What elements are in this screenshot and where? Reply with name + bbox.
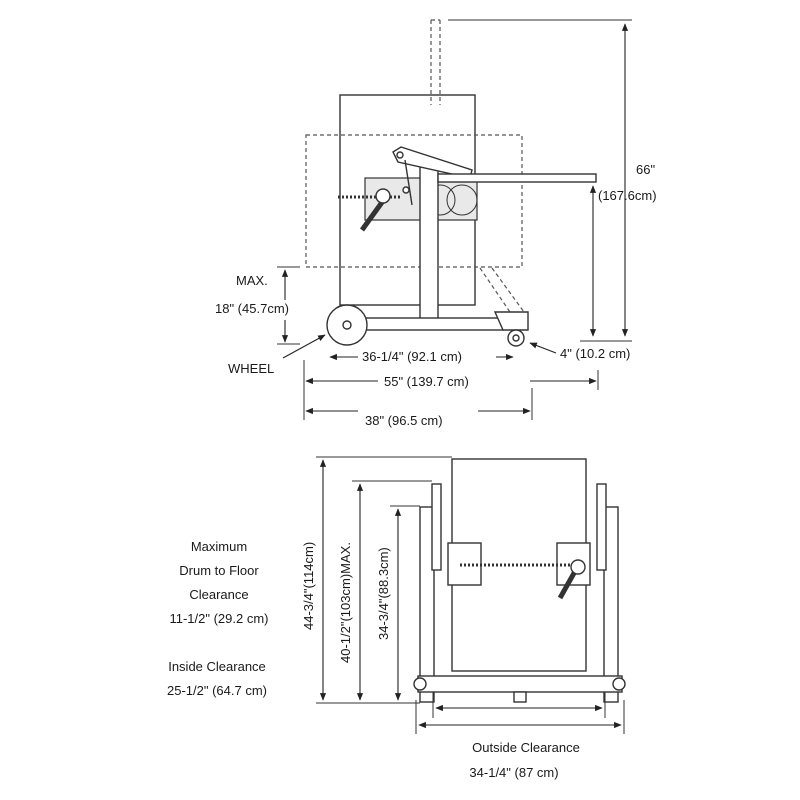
main-wheel xyxy=(326,304,368,346)
dim-overall xyxy=(303,360,599,420)
wheel-leader xyxy=(282,334,326,359)
inside-clearance-line-1: Inside Clearance xyxy=(168,659,266,674)
left-wheel xyxy=(413,677,427,691)
dim-max-label: MAX. xyxy=(236,273,268,288)
outside-clearance-line-1: Outside Clearance xyxy=(472,740,580,755)
caster-leader xyxy=(529,342,557,354)
dim-outer-height xyxy=(316,456,452,704)
left-frame xyxy=(419,506,435,703)
dim-base-label: 38" (96.5 cm) xyxy=(365,413,443,428)
front-base xyxy=(417,675,623,693)
side-view: 66" (167.6cm) MAX. 18" (45.7cm) WHEEL 36… xyxy=(215,19,657,428)
dim-clearances xyxy=(415,692,625,734)
outside-clearance-line-2: 34-1/4" (87 cm) xyxy=(469,765,558,780)
inside-clearance-line-2: 25-1/2" (64.7 cm) xyxy=(167,683,267,698)
wheel-label: WHEEL xyxy=(228,361,274,376)
dim-height-label: 66" xyxy=(636,162,655,177)
dim-height-66 xyxy=(448,19,632,342)
inside-clearance-text: Inside Clearance 25-1/2" (64.7 cm) xyxy=(167,659,267,698)
left-arm xyxy=(431,483,442,571)
caster xyxy=(493,311,529,347)
dim-wheelbase-label: 36-1/4" (92.1 cm) xyxy=(362,349,462,364)
dim-max-lift xyxy=(277,266,300,345)
mast-extension-dashed xyxy=(430,19,441,105)
drum-clearance-line-1: Maximum xyxy=(191,539,247,554)
drum-clearance-text: Maximum Drum to Floor Clearance 11-1/2" … xyxy=(169,539,268,626)
drum-clearance-line-4: 11-1/2" (29.2 cm) xyxy=(169,611,268,626)
right-wheel xyxy=(612,677,626,691)
drum-clearance-line-3: Clearance xyxy=(189,587,248,602)
dim-inner-height-label: 34-3/4"(88.3cm) xyxy=(376,547,391,640)
dim-max-height-label: 40-1/2"(103cm)MAX. xyxy=(338,542,353,663)
drum-raised-dashed xyxy=(305,134,523,268)
base-frame xyxy=(344,317,504,331)
dim-caster-label: 4" (10.2 cm) xyxy=(560,346,630,361)
front-view: 44-3/4"(114cm) 40-1/2"(103cm)MAX. 34-3/4… xyxy=(167,456,626,780)
mast xyxy=(419,164,439,321)
base-swing-dashed xyxy=(479,267,525,313)
dim-overall-label: 55" (139.7 cm) xyxy=(384,374,469,389)
right-arm xyxy=(596,483,607,571)
right-frame xyxy=(603,506,619,703)
dim-outer-height-label: 44-3/4"(114cm) xyxy=(301,542,316,630)
push-handle xyxy=(437,173,597,183)
dim-max-value: 18" (45.7cm) xyxy=(215,301,289,316)
dim-height-metric: (167.6cm) xyxy=(598,188,657,203)
dim-base xyxy=(305,388,533,420)
drum-clearance-line-2: Drum to Floor xyxy=(179,563,259,578)
